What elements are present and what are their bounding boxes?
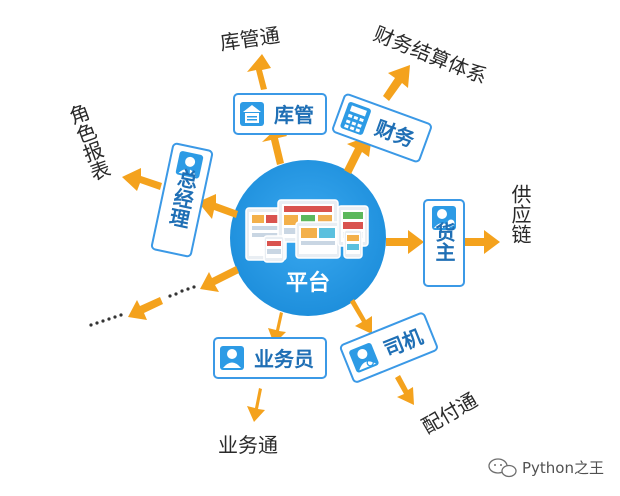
warehouse-box-label: 库管	[274, 103, 314, 127]
driver-target: 配付通	[418, 388, 482, 439]
warehouse-target: 库管通	[218, 23, 281, 55]
watermark: Python之王	[488, 458, 604, 478]
arrow-to-salesman	[268, 312, 286, 344]
manager-icon	[175, 151, 204, 179]
arrow-gm-out	[122, 168, 162, 191]
arrow-salesman-out	[247, 388, 265, 422]
salesman-box-label: 业务员	[254, 347, 314, 371]
node-warehouse: 库管	[233, 93, 327, 135]
arrow-to-finance	[344, 135, 372, 174]
arrow-finance-out	[383, 65, 410, 101]
arrow-to-more	[200, 266, 239, 292]
node-driver: 司机	[339, 312, 438, 383]
warehouse-icon	[240, 102, 264, 126]
node-gm: 总经理	[150, 142, 214, 258]
gm-target: 角色报表	[63, 100, 113, 184]
watermark-text: Python之王	[522, 459, 604, 477]
wechat-icon	[488, 458, 517, 478]
owner-target: 供应链	[508, 184, 532, 244]
salesman-target: 业务通	[218, 433, 278, 457]
devices-icon	[245, 199, 369, 263]
salesman-icon	[220, 346, 244, 370]
finance-target: 财务结算体系	[370, 21, 490, 88]
arrow-to-driver	[350, 299, 372, 334]
calculator-icon	[340, 102, 371, 135]
arrow-to-owner	[386, 230, 424, 254]
arrow-more-out	[128, 297, 163, 320]
node-owner: 货主	[423, 199, 465, 287]
arrow-driver-out	[395, 375, 414, 405]
hub: 平台	[230, 160, 386, 316]
node-salesman: 业务员	[213, 337, 327, 379]
hub-label: 平台	[286, 270, 330, 296]
arrow-to-gm	[198, 194, 238, 219]
arrow-warehouse-out	[247, 54, 271, 90]
owner-icon	[432, 206, 456, 230]
driver-icon	[349, 343, 379, 373]
more-dots	[89, 285, 196, 327]
node-finance: 财务	[332, 93, 432, 163]
arrow-owner-out	[462, 230, 500, 254]
owner-box-label: 货主	[432, 221, 456, 262]
